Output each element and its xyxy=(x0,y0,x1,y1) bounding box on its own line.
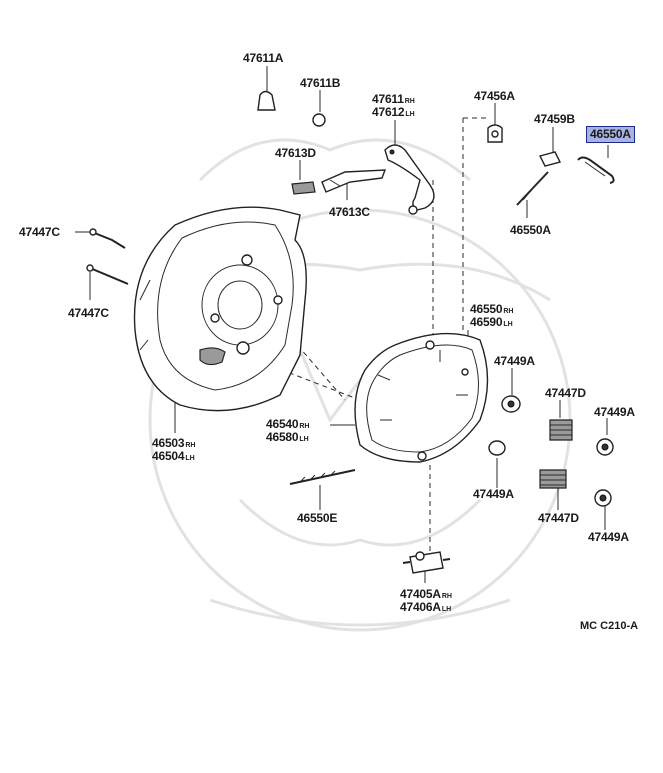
label-47447D-2: 47447D xyxy=(538,511,579,525)
figure-code: MC C210-A xyxy=(580,620,639,632)
hold-down-parts xyxy=(488,395,614,507)
wheel-cylinder xyxy=(402,551,451,574)
label-47447C-bottom: 47447C xyxy=(68,306,109,320)
label-46504: 46504LH xyxy=(152,449,195,463)
label-47459B: 47459B xyxy=(534,112,575,126)
label-47406A: 47406ALH xyxy=(400,600,452,614)
label-47447C-top: 47447C xyxy=(19,225,60,239)
label-47449A-1: 47449A xyxy=(494,354,535,368)
small-parts xyxy=(86,90,615,285)
brake-shoe xyxy=(354,332,489,463)
label-46550E: 46550E xyxy=(297,511,338,525)
label-46550: 46550RH xyxy=(470,302,514,316)
label-46550A: 46550A xyxy=(510,223,551,237)
label-47405A: 47405ARH xyxy=(400,587,452,601)
label-46550A-highlighted[interactable]: 46550A xyxy=(586,126,635,143)
label-47611A: 47611A xyxy=(243,51,284,65)
label-46590: 46590LH xyxy=(470,315,513,329)
label-46580: 46580LH xyxy=(266,430,309,444)
label-47449A-2: 47449A xyxy=(594,405,635,419)
label-47456A: 47456A xyxy=(474,89,515,103)
label-46540: 46540RH xyxy=(266,417,310,431)
label-47613C: 47613C xyxy=(329,205,370,219)
label-46503: 46503RH xyxy=(152,436,196,450)
label-47613D: 47613D xyxy=(275,146,316,160)
label-47449A-3: 47449A xyxy=(473,487,514,501)
label-47449A-4: 47449A xyxy=(588,530,629,544)
label-47447D-1: 47447D xyxy=(545,386,586,400)
label-47611: 47611RH xyxy=(372,92,415,106)
leader-lines xyxy=(75,66,609,583)
label-47612: 47612LH xyxy=(372,105,415,119)
backing-plate xyxy=(133,206,307,412)
adjuster-spring xyxy=(289,469,356,485)
parking-brake-lever xyxy=(384,144,435,215)
label-47611B: 47611B xyxy=(300,76,341,90)
strut xyxy=(321,169,387,193)
